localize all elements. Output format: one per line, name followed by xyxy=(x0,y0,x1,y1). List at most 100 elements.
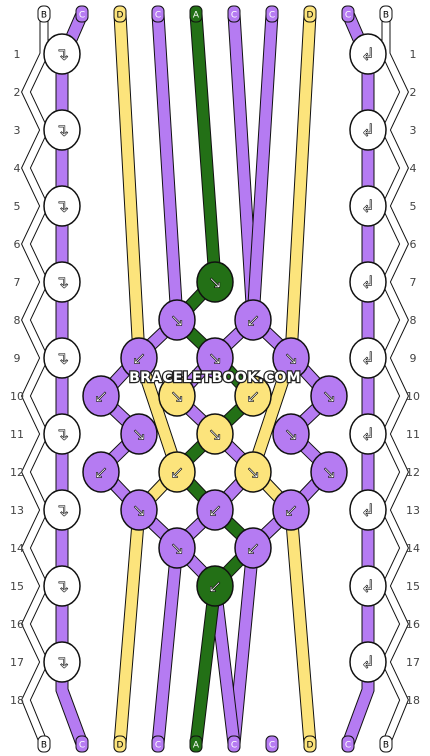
row-number-left-10: 10 xyxy=(10,390,24,403)
row-number-right-7: 7 xyxy=(410,276,417,289)
row-number-right-18: 18 xyxy=(406,694,420,707)
edge-strand-right xyxy=(382,10,408,748)
knot-r15-c3-arrow-icon: ↙ xyxy=(208,577,222,597)
strand-bottom-label-4: A xyxy=(189,735,203,753)
knot-r12-c4-body xyxy=(234,451,272,493)
edge-knot-right-7-body xyxy=(349,261,387,303)
row-number-left-11: 11 xyxy=(10,428,24,441)
strand-6 xyxy=(169,8,278,750)
row-number-left-17: 17 xyxy=(10,656,24,669)
edge-knot-right-17-body xyxy=(349,641,387,683)
strand-bottom-label-5: C xyxy=(227,735,241,753)
knot-r8-c2-body xyxy=(158,299,196,341)
row-number-left-18: 18 xyxy=(10,694,24,707)
knot-r8-c2: ↘ xyxy=(158,299,196,341)
knot-r11-c3: ↘ xyxy=(196,413,234,455)
knot-r11-c1-body xyxy=(120,413,158,455)
edge-knot-left-1-arrow-icon: ↴ xyxy=(55,45,69,65)
knot-r7-c3-body xyxy=(196,261,234,303)
knot-r8-c2-arrow-icon: ↘ xyxy=(170,311,184,331)
strand-top-label-4: A xyxy=(189,5,203,23)
strand-bottom-label-6-text: C xyxy=(269,741,275,751)
row-number-left-1: 1 xyxy=(14,48,21,61)
strand-top-label-1-text: C xyxy=(79,11,85,21)
knot-r14-c4: ↙ xyxy=(234,527,272,569)
knot-r11-c3-body xyxy=(196,413,234,455)
knot-r12-c4: ↘ xyxy=(234,451,272,493)
knot-r9-c3-body xyxy=(196,337,234,379)
knot-r12-c0-arrow-icon: ↙ xyxy=(94,463,108,483)
knot-r13-c3-body xyxy=(196,489,234,531)
row-number-right-11: 11 xyxy=(406,428,420,441)
strand-top-label-4-text: A xyxy=(193,11,200,21)
strand-bottom-label-5-text: C xyxy=(231,741,237,751)
strand-top-label-8-text: C xyxy=(345,11,351,21)
edge-knot-left-5-body xyxy=(43,185,81,227)
row-number-left-13: 13 xyxy=(10,504,24,517)
knot-r15-c3: ↙ xyxy=(196,565,234,607)
knot-r10-c0-body xyxy=(82,375,120,417)
edge-knot-right-9-arrow-icon: ↲ xyxy=(361,349,375,369)
edge-strands xyxy=(21,9,409,749)
strand-bottom-label-0-text: B xyxy=(41,741,47,751)
edge-knot-right-7-arrow-icon: ↲ xyxy=(361,273,375,293)
knot-r14-c2-arrow-icon: ↘ xyxy=(170,539,184,559)
row-number-left-6: 6 xyxy=(14,238,21,251)
knot-r12-c2: ↙ xyxy=(158,451,196,493)
row-number-right-17: 17 xyxy=(406,656,420,669)
edge-knot-right-15: ↲ xyxy=(349,565,387,607)
edge-knot-right-3-body xyxy=(349,109,387,151)
strand-top-label-6-text: C xyxy=(269,11,275,21)
strand-top-label-2: D xyxy=(113,5,127,23)
knot-r10-c2-body xyxy=(158,375,196,417)
knot-r15-c3-body xyxy=(196,565,234,607)
knot-r10-c6-body xyxy=(310,375,348,417)
knot-r13-c1-body xyxy=(120,489,158,531)
edge-knot-left-3-arrow-icon: ↴ xyxy=(55,121,69,141)
watermark: BRACELETBOOK.COM xyxy=(129,370,301,386)
edge-knot-left-11: ↴ xyxy=(43,413,81,455)
strand-top-label-6: C xyxy=(265,5,279,23)
knot-r10-c0-arrow-icon: ↙ xyxy=(94,387,108,407)
edge-knot-left-15: ↴ xyxy=(43,565,81,607)
row-number-left-16: 16 xyxy=(10,618,24,631)
row-number-right-10: 10 xyxy=(406,390,420,403)
knot-r10-c4-body xyxy=(234,375,272,417)
edge-knot-left-9: ↴ xyxy=(43,337,81,379)
strand-bottom-label-4-text: A xyxy=(193,741,200,751)
knot-r7-c3-arrow-icon: ↘ xyxy=(208,273,222,293)
strand-top-label-7-text: D xyxy=(307,11,314,21)
knot-r9-c1-body xyxy=(120,337,158,379)
knot-r14-c4-body xyxy=(234,527,272,569)
edge-knot-left-17-arrow-icon: ↴ xyxy=(55,653,69,673)
row-number-right-8: 8 xyxy=(410,314,417,327)
edge-knot-left-9-body xyxy=(43,337,81,379)
knot-r12-c6-arrow-icon: ↘ xyxy=(322,463,336,483)
knot-r14-c2-body xyxy=(158,527,196,569)
strand-top-label-9-text: B xyxy=(383,11,389,21)
row-number-right-9: 9 xyxy=(410,352,417,365)
knot-r14-c2: ↘ xyxy=(158,527,196,569)
edge-knot-left-1-body xyxy=(43,33,81,75)
strand-top-label-2-text: D xyxy=(117,11,124,21)
row-number-left-14: 14 xyxy=(10,542,24,555)
row-number-right-15: 15 xyxy=(406,580,420,593)
row-number-right-14: 14 xyxy=(406,542,420,555)
edge-knot-right-13-arrow-icon: ↲ xyxy=(361,501,375,521)
knot-r13-c1-arrow-icon: ↘ xyxy=(132,501,146,521)
strand-bottom-label-0: B xyxy=(37,735,51,753)
strand-top-label-0: B xyxy=(37,5,51,23)
edge-knot-left-11-arrow-icon: ↴ xyxy=(55,425,69,445)
knot-r10-c2-arrow-icon: ↘ xyxy=(170,387,184,407)
edge-knot-left-7-body xyxy=(43,261,81,303)
edge-knot-right-7: ↲ xyxy=(349,261,387,303)
row-number-right-13: 13 xyxy=(406,504,420,517)
strand-bottom-label-8-text: C xyxy=(345,741,351,751)
row-number-right-16: 16 xyxy=(406,618,420,631)
knot-r8-c4-arrow-icon: ↙ xyxy=(246,311,260,331)
knot-r10-c4: ↙ xyxy=(234,375,272,417)
row-number-left-12: 12 xyxy=(10,466,24,479)
edge-knot-right-15-arrow-icon: ↲ xyxy=(361,577,375,597)
